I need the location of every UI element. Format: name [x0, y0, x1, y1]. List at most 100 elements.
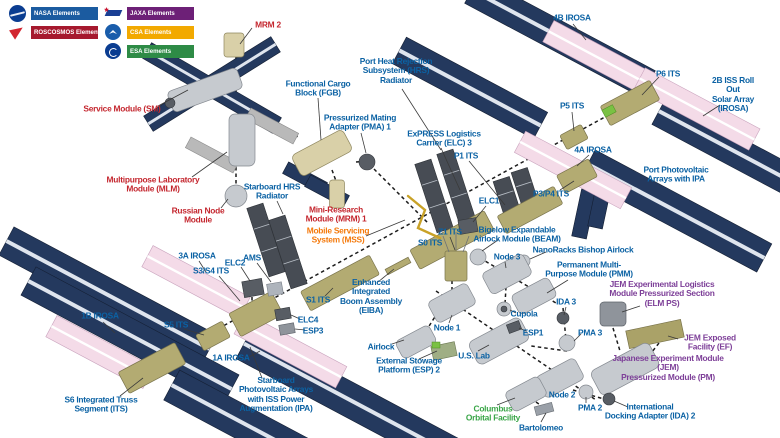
leader-line [157, 89, 189, 107]
label-beam: Bigelow Expandable Airlock Module (BEAM) [473, 224, 561, 244]
label-ams: AMS [243, 252, 261, 263]
leader-line [563, 306, 567, 316]
label-pma1: Pressurized Mating Adapter (PMA) 1 [323, 112, 397, 132]
legend-bar-esa: ESA Elements [127, 45, 194, 58]
legend-row-esa: ESA Elements [104, 43, 194, 60]
leader-line [256, 262, 272, 283]
label-1b-irosa: 1B IROSA [81, 310, 119, 321]
label-columbus: Columbus Orbital Facility [465, 403, 521, 423]
label-mss: Mobile Servicing System (MSS) [306, 225, 370, 245]
pmm-shape [511, 277, 557, 315]
label-pma2: PMA 2 [577, 402, 603, 413]
label-us-lab: U.S. Lab [458, 350, 490, 361]
label-3a-irosa: 3A IROSA [178, 250, 216, 261]
mrm2-shape [223, 32, 245, 58]
leader-line [468, 160, 506, 206]
leader-line [546, 279, 569, 294]
canadarm-mss-shape [406, 194, 442, 240]
label-elc3: ExPRESS Logistics Carrier (ELC) 3 [407, 128, 481, 148]
leader-line [218, 275, 241, 302]
z1-antenna [462, 235, 470, 253]
leader-line [559, 180, 575, 191]
pma3-shape [558, 334, 576, 352]
label-s6-its: S6 Integrated Truss Segment (ITS) [64, 394, 138, 414]
p1-truss [497, 186, 563, 234]
s5-truss [195, 321, 231, 351]
leader-line [401, 88, 442, 151]
roscosmos-logo-icon [8, 24, 28, 41]
leader-line [477, 344, 490, 352]
legend-bar-roscosmos: ROSCOSMOS Elements [31, 26, 98, 39]
leader-line [518, 327, 527, 332]
label-elc1: ELC1 [478, 195, 500, 206]
label-4a-irosa: 4A IROSA [574, 144, 612, 155]
dashed-axis [504, 286, 507, 305]
leader-line [504, 261, 507, 269]
label-4b-irosa: 4B IROSA [553, 12, 591, 23]
leader-line [248, 350, 261, 358]
leader-line [290, 314, 301, 320]
solar-array-wing [163, 369, 357, 438]
label-s5-its: S5 ITS [163, 319, 189, 330]
label-elc2: ELC2 [224, 257, 246, 268]
leader-line [324, 287, 334, 297]
ida3-shape [556, 311, 570, 325]
leader-line [641, 76, 660, 96]
esp2-green-panel [431, 341, 441, 349]
legend-row-jaxa: JAXA Elements [104, 5, 194, 22]
columbus-shape [505, 376, 547, 412]
pma2-shape [578, 384, 594, 400]
leader-lines [102, 23, 721, 423]
legend-bar-jaxa: JAXA Elements [127, 7, 194, 20]
leader-line [240, 266, 251, 282]
irosa-panel-2b [633, 67, 761, 151]
leader-line [496, 397, 516, 406]
leader-line [198, 260, 207, 273]
label-airlock: Airlock [367, 341, 395, 352]
node1-shape [428, 283, 476, 323]
leader-line [472, 205, 487, 223]
dashed-axis [331, 169, 337, 182]
label-starboard-pv-arrays: Starboard Photovoltaic Arrays with ISS P… [238, 375, 314, 414]
modules [142, 32, 685, 417]
elm-ps-shape [599, 301, 627, 327]
leader-line [102, 321, 116, 334]
label-elc4: ELC4 [297, 314, 319, 325]
elc4-shape [274, 306, 292, 322]
label-fgb: Functional Cargo Block (FGB) [285, 78, 351, 98]
esa-logo-icon [104, 43, 124, 60]
label-s0-its: S0 ITS [417, 237, 443, 248]
airlock-shape [395, 325, 437, 359]
legend-row-roscosmos: ROSCOSMOS Elements [8, 24, 98, 41]
legend-row-nasa: NASA Elements [8, 5, 98, 22]
solar-array-wing [391, 36, 549, 140]
leader-line [481, 239, 499, 252]
ams-shape [266, 281, 284, 297]
legend-bar-csa: CSA Elements [127, 26, 194, 39]
irosa-panel-4b [542, 20, 652, 94]
label-bishop-airlock: NanoRacks Bishop Airlock [532, 244, 634, 255]
label-port-pv-arrays: Port Photovoltaic Arrays with IPA [643, 164, 709, 184]
label-s1-its: S1 ITS [305, 294, 331, 305]
esp1-shape [505, 320, 523, 334]
leader-line [249, 346, 263, 379]
leader-line [365, 219, 406, 237]
leader-line [572, 23, 587, 41]
label-cupola: Cupola [510, 308, 538, 319]
leader-line [294, 328, 306, 331]
leader-line [573, 333, 582, 342]
legend-bar-nasa: NASA Elements [31, 7, 98, 20]
mlm-solar-wing [184, 136, 240, 174]
irosa-panel-1a [233, 312, 348, 389]
label-p3-p4-its: P3/P4 ITS [533, 188, 569, 199]
cupola-window [500, 305, 508, 313]
z1-antenna [442, 235, 450, 253]
leader-line [509, 309, 517, 314]
leader-line [613, 400, 629, 408]
leader-line [448, 314, 453, 324]
fgb-shape [292, 130, 352, 176]
label-p6-its: P6 ITS [655, 68, 681, 79]
